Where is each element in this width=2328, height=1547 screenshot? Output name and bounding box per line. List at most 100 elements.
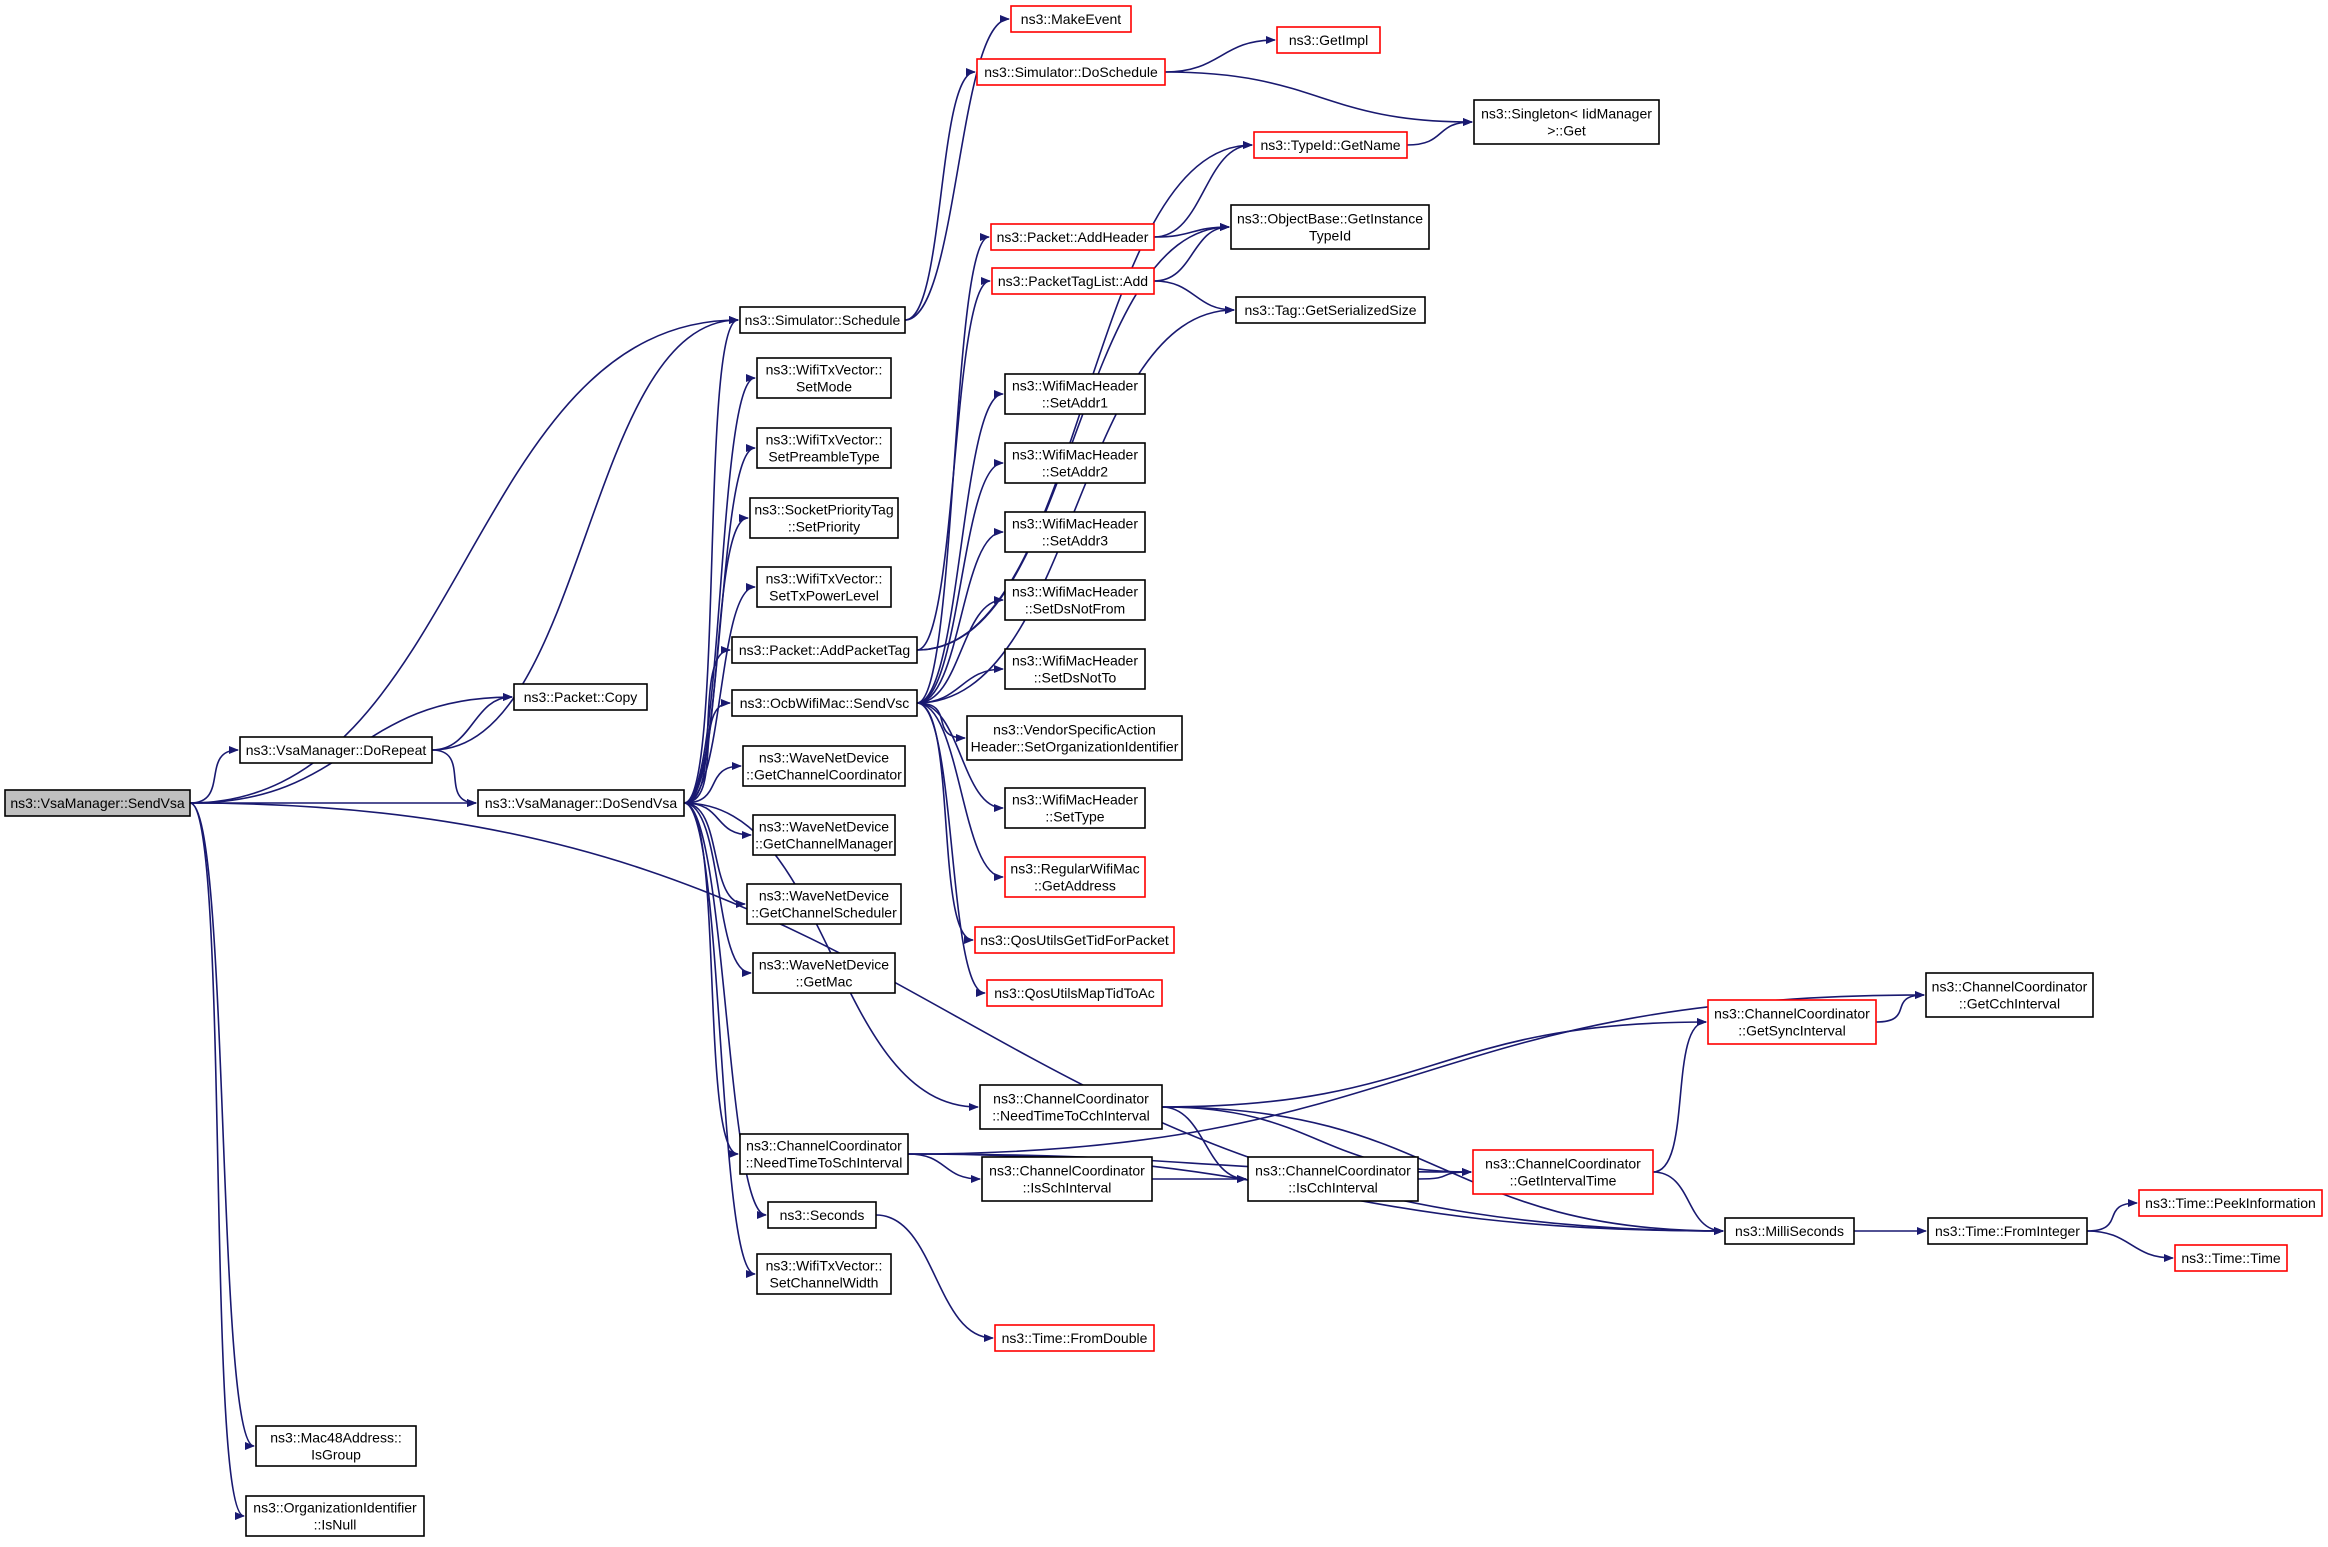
node-settxpower[interactable]: ns3::WifiTxVector::SetTxPowerLevel xyxy=(756,566,892,608)
node-box[interactable] xyxy=(981,1156,1153,1202)
node-box[interactable] xyxy=(986,979,1163,1007)
node-setaddr3[interactable]: ns3::WifiMacHeader::SetAddr3 xyxy=(1004,511,1146,553)
node-box[interactable] xyxy=(239,736,433,764)
node-box[interactable] xyxy=(2138,1189,2323,1217)
node-qostid[interactable]: ns3::QosUtilsGetTidForPacket xyxy=(974,926,1175,954)
node-box[interactable] xyxy=(756,427,892,469)
node-sendvsc[interactable]: ns3::OcbWifiMac::SendVsc xyxy=(731,689,918,717)
node-timetime[interactable]: ns3::Time::Time xyxy=(2174,1244,2288,1272)
node-doschedule[interactable]: ns3::Simulator::DoSchedule xyxy=(976,58,1166,86)
node-issch[interactable]: ns3::ChannelCoordinator::IsSchInterval xyxy=(981,1156,1153,1202)
node-box[interactable] xyxy=(1004,787,1146,829)
node-getchsched[interactable]: ns3::WaveNetDevice::GetChannelScheduler xyxy=(746,883,902,925)
node-getsersize[interactable]: ns3::Tag::GetSerializedSize xyxy=(1235,296,1426,324)
node-box[interactable] xyxy=(742,745,906,787)
node-needsch[interactable]: ns3::ChannelCoordinator::NeedTimeToSchIn… xyxy=(739,1133,909,1175)
node-box[interactable] xyxy=(513,683,648,711)
node-isgroup[interactable]: ns3::Mac48Address::IsGroup xyxy=(255,1425,417,1467)
node-box[interactable] xyxy=(1004,648,1146,690)
node-box[interactable] xyxy=(255,1425,417,1467)
node-addheader[interactable]: ns3::Packet::AddHeader xyxy=(990,223,1155,251)
node-getimpl[interactable]: ns3::GetImpl xyxy=(1276,26,1381,54)
node-getchmgr[interactable]: ns3::WaveNetDevice::GetChannelManager xyxy=(752,814,896,856)
node-box[interactable] xyxy=(1004,373,1146,415)
node-sendvsa[interactable]: ns3::VsaManager::SendVsa xyxy=(4,789,191,817)
node-getsync[interactable]: ns3::ChannelCoordinator::GetSyncInterval xyxy=(1707,999,1877,1045)
node-box[interactable] xyxy=(756,357,892,399)
node-box[interactable] xyxy=(767,1201,877,1229)
node-box[interactable] xyxy=(746,883,902,925)
node-setaddr2[interactable]: ns3::WifiMacHeader::SetAddr2 xyxy=(1004,442,1146,484)
node-box[interactable] xyxy=(756,566,892,608)
node-setpreamble[interactable]: ns3::WifiTxVector::SetPreambleType xyxy=(756,427,892,469)
node-frominteger[interactable]: ns3::Time::FromInteger xyxy=(1927,1217,2088,1245)
node-schedule[interactable]: ns3::Simulator::Schedule xyxy=(739,306,906,334)
node-ptladd[interactable]: ns3::PacketTagList::Add xyxy=(991,267,1155,295)
node-box[interactable] xyxy=(756,1253,892,1295)
node-box[interactable] xyxy=(1927,1217,2088,1245)
node-box[interactable] xyxy=(990,223,1155,251)
node-box[interactable] xyxy=(1004,579,1146,621)
node-typeidname[interactable]: ns3::TypeId::GetName xyxy=(1253,131,1408,159)
node-box[interactable] xyxy=(966,715,1183,761)
node-box[interactable] xyxy=(752,952,896,994)
node-box[interactable] xyxy=(477,789,685,817)
node-singleton[interactable]: ns3::Singleton< IidManager>::Get xyxy=(1473,99,1660,145)
node-milliseconds[interactable]: ns3::MilliSeconds xyxy=(1724,1217,1855,1245)
node-box[interactable] xyxy=(1230,204,1430,250)
node-getaddress[interactable]: ns3::RegularWifiMac::GetAddress xyxy=(1004,856,1146,898)
node-setchwidth[interactable]: ns3::WifiTxVector::SetChannelWidth xyxy=(756,1253,892,1295)
node-box[interactable] xyxy=(1473,99,1660,145)
node-dorepeat[interactable]: ns3::VsaManager::DoRepeat xyxy=(239,736,433,764)
node-seconds[interactable]: ns3::Seconds xyxy=(767,1201,877,1229)
node-getchcoord[interactable]: ns3::WaveNetDevice::GetChannelCoordinato… xyxy=(742,745,906,787)
node-setpriority[interactable]: ns3::SocketPriorityTag::SetPriority xyxy=(749,497,899,539)
node-qosmap[interactable]: ns3::QosUtilsMapTidToAc xyxy=(986,979,1163,1007)
node-box[interactable] xyxy=(1010,5,1132,33)
node-box[interactable] xyxy=(2174,1244,2288,1272)
node-setdsnotto[interactable]: ns3::WifiMacHeader::SetDsNotTo xyxy=(1004,648,1146,690)
node-box[interactable] xyxy=(976,58,1166,86)
node-box[interactable] xyxy=(1004,442,1146,484)
node-box[interactable] xyxy=(1253,131,1408,159)
node-box[interactable] xyxy=(1707,999,1877,1045)
node-fromdouble[interactable]: ns3::Time::FromDouble xyxy=(994,1324,1155,1352)
node-box[interactable] xyxy=(739,306,906,334)
node-setdsnotfrom[interactable]: ns3::WifiMacHeader::SetDsNotFrom xyxy=(1004,579,1146,621)
node-peekinfo[interactable]: ns3::Time::PeekInformation xyxy=(2138,1189,2323,1217)
node-box[interactable] xyxy=(739,1133,909,1175)
node-box[interactable] xyxy=(1004,511,1146,553)
node-vendorhdr[interactable]: ns3::VendorSpecificActionHeader::SetOrga… xyxy=(966,715,1183,761)
node-box[interactable] xyxy=(1925,972,2094,1018)
node-box[interactable] xyxy=(1472,1149,1654,1195)
node-iscch[interactable]: ns3::ChannelCoordinator::IsCchInterval xyxy=(1247,1156,1419,1202)
node-makeevent[interactable]: ns3::MakeEvent xyxy=(1010,5,1132,33)
node-box[interactable] xyxy=(974,926,1175,954)
node-box[interactable] xyxy=(979,1084,1163,1130)
node-box[interactable] xyxy=(245,1495,425,1537)
node-getcch[interactable]: ns3::ChannelCoordinator::GetCchInterval xyxy=(1925,972,2094,1018)
node-box[interactable] xyxy=(1235,296,1426,324)
node-needcch[interactable]: ns3::ChannelCoordinator::NeedTimeToCchIn… xyxy=(979,1084,1163,1130)
node-setmode[interactable]: ns3::WifiTxVector::SetMode xyxy=(756,357,892,399)
node-box[interactable] xyxy=(4,789,191,817)
node-setaddr1[interactable]: ns3::WifiMacHeader::SetAddr1 xyxy=(1004,373,1146,415)
node-box[interactable] xyxy=(991,267,1155,295)
node-box[interactable] xyxy=(1276,26,1381,54)
node-dosendvsa[interactable]: ns3::VsaManager::DoSendVsa xyxy=(477,789,685,817)
node-getinterval[interactable]: ns3::ChannelCoordinator::GetIntervalTime xyxy=(1472,1149,1654,1195)
node-box[interactable] xyxy=(749,497,899,539)
node-settype[interactable]: ns3::WifiMacHeader::SetType xyxy=(1004,787,1146,829)
node-box[interactable] xyxy=(731,636,918,664)
node-box[interactable] xyxy=(1004,856,1146,898)
node-copy[interactable]: ns3::Packet::Copy xyxy=(513,683,648,711)
node-box[interactable] xyxy=(731,689,918,717)
node-box[interactable] xyxy=(1247,1156,1419,1202)
node-isnull[interactable]: ns3::OrganizationIdentifier::IsNull xyxy=(245,1495,425,1537)
node-box[interactable] xyxy=(994,1324,1155,1352)
node-box[interactable] xyxy=(752,814,896,856)
node-addpackettag[interactable]: ns3::Packet::AddPacketTag xyxy=(731,636,918,664)
node-getmac[interactable]: ns3::WaveNetDevice::GetMac xyxy=(752,952,896,994)
node-box[interactable] xyxy=(1724,1217,1855,1245)
